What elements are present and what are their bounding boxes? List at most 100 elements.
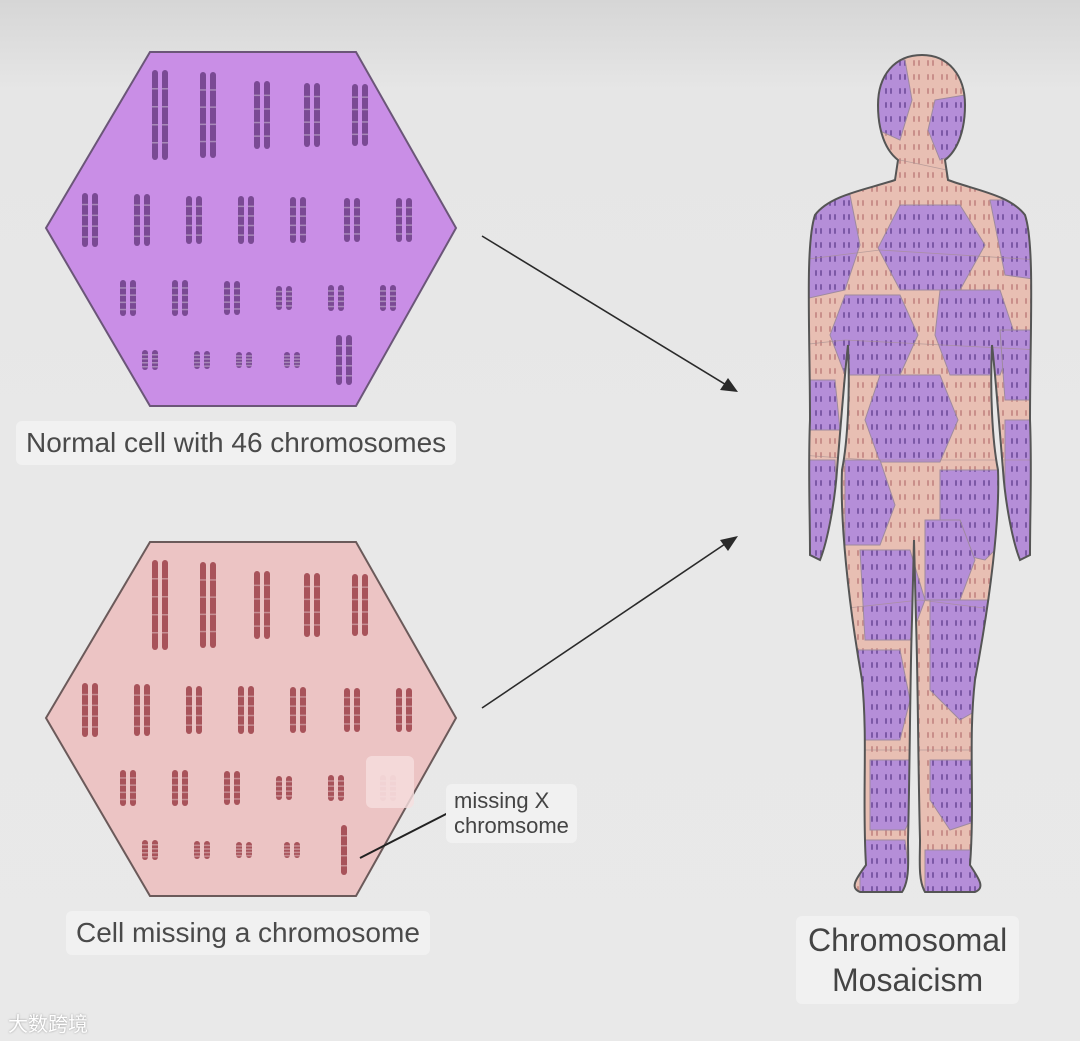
- chromosome-band: [204, 855, 210, 857]
- chromosome-band: [182, 301, 188, 304]
- chromosome-band: [248, 205, 254, 208]
- chromosome-band: [254, 584, 260, 587]
- chromosome-band: [314, 134, 320, 136]
- chromosome-band: [224, 287, 230, 290]
- chromosome-band: [82, 225, 88, 227]
- chromosome-band: [194, 354, 200, 357]
- chromosome: [130, 280, 136, 316]
- chromosome-band: [152, 142, 158, 144]
- chromosome-band: [396, 215, 402, 218]
- chromosome-band: [246, 358, 252, 360]
- chromosome: [182, 770, 188, 806]
- chromosome-band: [304, 108, 310, 111]
- chromosome-band: [354, 696, 360, 699]
- chromosome-band: [194, 358, 200, 360]
- chromosome-band: [120, 798, 126, 801]
- chromosome-band: [406, 215, 412, 218]
- chromosome-band: [236, 355, 242, 357]
- chromosome-band: [284, 355, 290, 357]
- chromosome-band: [380, 295, 386, 297]
- chromosome-band: [200, 613, 206, 616]
- chromosome: [248, 196, 254, 244]
- chromosome-band: [200, 579, 206, 581]
- chromosome-band: [248, 695, 254, 698]
- chromosome-band: [236, 854, 242, 857]
- chromosome-band: [276, 290, 282, 293]
- chromosome-band: [120, 308, 126, 311]
- chromosome-band: [286, 780, 292, 783]
- chromosome-band: [238, 705, 244, 707]
- chromosome-band: [210, 596, 216, 598]
- chromosome-band: [286, 300, 292, 302]
- chromosome: [92, 683, 98, 737]
- chromosome-band: [352, 598, 358, 601]
- chromosome: [194, 841, 200, 859]
- chromosome: [82, 193, 88, 247]
- chromosome: [92, 193, 98, 247]
- chromosome-band: [338, 780, 344, 782]
- chromosome: [246, 352, 252, 368]
- chromosome-band: [304, 611, 310, 613]
- missing-cell-label: Cell missing a chromosome: [66, 911, 430, 956]
- chromosome: [304, 573, 310, 637]
- chromosome: [362, 574, 368, 636]
- chromosome-band: [338, 795, 344, 798]
- chromosome-band: [130, 308, 136, 311]
- chromosome: [352, 574, 358, 636]
- chromosome-band: [92, 225, 98, 227]
- chromosome: [224, 281, 230, 315]
- chromosome: [346, 335, 352, 385]
- chromosome-band: [210, 579, 216, 581]
- chromosome: [344, 198, 350, 242]
- chromosome-band: [248, 224, 254, 227]
- chromosome-band: [234, 777, 240, 780]
- chromosome-band: [204, 844, 210, 847]
- chromosome-band: [354, 714, 360, 716]
- chromosome: [162, 70, 168, 160]
- chromosome-band: [234, 287, 240, 290]
- chromosome: [276, 286, 282, 310]
- chromosome-band: [344, 206, 350, 209]
- chromosome-band: [144, 235, 150, 238]
- chromosome-band: [396, 206, 402, 209]
- chromosome: [290, 197, 296, 243]
- chromosome-band: [294, 848, 300, 850]
- chromosome: [152, 350, 158, 370]
- chromosome-band: [406, 696, 412, 699]
- chromosome: [120, 770, 126, 806]
- chromosome-band: [328, 795, 334, 798]
- chromosome-band: [248, 215, 254, 217]
- chromosome-band: [336, 375, 342, 377]
- chromosome-band: [162, 106, 168, 108]
- chromosome: [390, 285, 396, 311]
- chromosome-band: [120, 777, 126, 779]
- chromosome-band: [284, 854, 290, 857]
- chromosome-band: [246, 848, 252, 850]
- chromosome-band: [162, 632, 168, 634]
- chromosome-band: [300, 224, 306, 227]
- chromosome-band: [210, 106, 216, 108]
- chromosome-band: [314, 598, 320, 601]
- chromosome-band: [142, 362, 148, 364]
- chromosome-band: [172, 301, 178, 304]
- chromosome: [152, 70, 158, 160]
- chromosome-band: [196, 234, 202, 236]
- chromosome-band: [82, 715, 88, 717]
- chromosome-band: [248, 705, 254, 707]
- chromosome-band: [172, 798, 178, 801]
- chromosome: [82, 683, 88, 737]
- chromosome-band: [92, 214, 98, 217]
- chromosome: [238, 196, 244, 244]
- chromosome-band: [236, 851, 242, 854]
- chromosome-band: [152, 358, 158, 360]
- chromosome-band: [210, 89, 216, 91]
- chromosome-band: [264, 611, 270, 614]
- chromosome-band: [396, 224, 402, 226]
- chromosome-band: [186, 724, 192, 726]
- chromosome-band: [130, 301, 136, 304]
- chromosome-band: [186, 234, 192, 236]
- chromosome: [294, 352, 300, 368]
- chromosome: [144, 194, 150, 246]
- chromosome-band: [120, 294, 126, 296]
- chromosome-band: [130, 294, 136, 296]
